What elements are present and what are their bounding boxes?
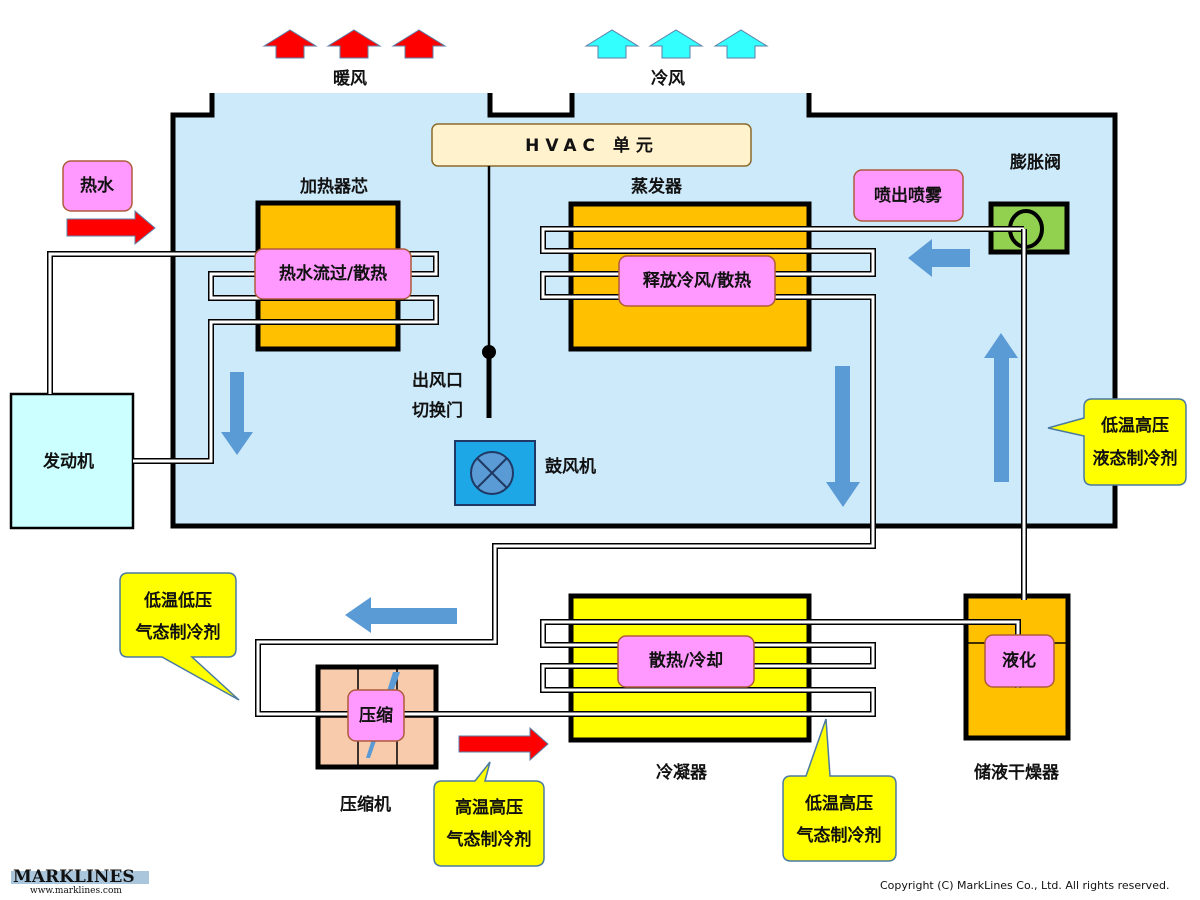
svg-text:液态制冷剂: 液态制冷剂: [1093, 448, 1178, 469]
flow-down-arrow-icon: [826, 366, 860, 507]
svg-text:压缩: 压缩: [359, 705, 393, 726]
tag-spray: 喷出喷雾: [853, 169, 964, 222]
svg-text:气态制冷剂: 气态制冷剂: [135, 622, 221, 643]
outlet-door-label-2: 切换门: [412, 400, 463, 421]
svg-text:气态制冷剂: 气态制冷剂: [446, 829, 532, 850]
svg-text:液化: 液化: [1002, 650, 1036, 671]
warm-air-arrow-icon: [263, 29, 317, 59]
tag-compress: 压缩: [347, 689, 405, 742]
flow-down-arrow-icon: [221, 372, 253, 455]
hot-gas-arrow-icon: [458, 726, 549, 762]
cool-air-label: 冷风: [651, 68, 685, 89]
engine-label: 发动机: [42, 451, 94, 472]
evaporator-label: 蒸发器: [631, 176, 683, 197]
flow-up-arrow-icon: [984, 333, 1018, 482]
svg-text:MARKLINES: MARKLINES: [13, 867, 135, 887]
warm-air-arrow-icon: [327, 29, 381, 59]
engine: [9, 392, 135, 530]
cool-air-arrows: [585, 29, 768, 59]
tag-liquefy: 液化: [984, 634, 1055, 688]
copyright-text: Copyright (C) MarkLines Co., Ltd. All ri…: [880, 879, 1169, 892]
condenser-label: 冷凝器: [656, 762, 708, 783]
blower: [454, 440, 536, 506]
callout-low-pressure-gas: 低温低压 气态制冷剂: [119, 572, 240, 701]
svg-text:低温高压: 低温高压: [804, 793, 873, 814]
tag-cool-down: 散热/冷却: [617, 635, 755, 688]
callout-high-pressure-gas: 高温高压 气态制冷剂: [433, 761, 545, 867]
hot-water-arrow-icon: [66, 209, 156, 246]
svg-text:热水: 热水: [80, 175, 115, 196]
warm-air-label: 暖风: [333, 68, 367, 89]
warm-air-arrow-icon: [392, 29, 446, 59]
marklines-logo: MARKLINES www.marklines.com: [11, 867, 149, 896]
cool-air-arrow-icon: [649, 29, 703, 59]
svg-text:散热/冷却: 散热/冷却: [649, 650, 723, 671]
flow-left-arrow-icon: [908, 239, 970, 277]
flow-left-arrow-icon: [345, 597, 457, 633]
tag-hot-water-flow: 热水流过/散热: [254, 248, 412, 300]
svg-text:低温高压: 低温高压: [1100, 415, 1169, 436]
svg-text:低温低压: 低温低压: [143, 590, 212, 611]
outlet-door-label-1: 出风口: [412, 370, 463, 391]
blower-label: 鼓风机: [545, 456, 596, 477]
hvac-title: HVAC 单元: [525, 135, 659, 156]
hvac-title-box: [431, 123, 752, 167]
tag-release-cold: 释放冷风/散热: [618, 255, 776, 307]
svg-text:高温高压: 高温高压: [455, 797, 523, 818]
svg-text:释放冷风/散热: 释放冷风/散热: [643, 270, 751, 291]
callout-condenser-gas: 低温高压 气态制冷剂: [782, 718, 897, 862]
svg-text:热水流过/散热: 热水流过/散热: [279, 263, 387, 284]
receiver-drier-label: 储液干燥器: [974, 762, 1060, 783]
expansion-valve-label: 膨胀阀: [1010, 152, 1061, 173]
warm-air-arrows: [263, 29, 446, 59]
tag-hot-water: 热水: [62, 160, 133, 212]
callout-liquid-refrigerant: 低温高压 液态制冷剂: [1047, 398, 1187, 486]
cool-air-arrow-icon: [585, 29, 639, 59]
compressor-label: 压缩机: [340, 794, 391, 815]
svg-text:气态制冷剂: 气态制冷剂: [796, 825, 882, 846]
refrigerant-pipe: [255, 226, 1027, 717]
door-pivot-icon: [482, 345, 496, 359]
fan-icon: [470, 451, 514, 495]
svg-text:喷出喷雾: 喷出喷雾: [874, 185, 943, 206]
cool-air-arrow-icon: [714, 29, 768, 59]
heater-core-label: 加热器芯: [299, 176, 368, 197]
marklines-url: www.marklines.com: [30, 886, 122, 896]
